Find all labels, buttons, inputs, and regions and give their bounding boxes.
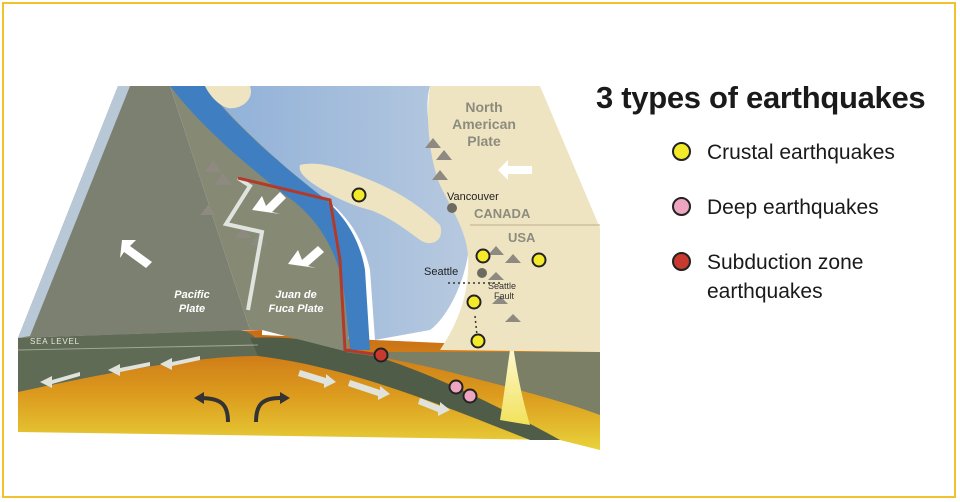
juan-de-fuca-surface <box>170 86 350 352</box>
spreading-ridge <box>222 176 265 311</box>
subduction-quake-1 <box>373 347 389 363</box>
pacific-plate-surface <box>18 86 250 338</box>
pacific-plate-label-1: Pacific <box>174 289 209 301</box>
crustal-swatch-icon <box>672 142 691 161</box>
legend-item-deep: Deep earthquakes <box>672 193 946 222</box>
earthquake-markers <box>351 187 547 404</box>
legend-label-crustal: Crustal earthquakes <box>707 141 895 164</box>
pacific-plate-label-2: Plate <box>179 303 205 315</box>
legend: 3 types of earthquakes Crustal earthquak… <box>596 80 946 332</box>
legend-label-deep: Deep earthquakes <box>707 196 879 219</box>
crustal-quake-5 <box>470 333 486 349</box>
seattle-fault-label-1: Seattle <box>488 281 516 291</box>
map-labels: North American Plate Vancouver CANADA US… <box>30 99 536 346</box>
island-north <box>205 86 251 109</box>
magma-plume <box>500 338 530 425</box>
na-plate-label-3: Plate <box>467 133 501 149</box>
continental-crust-section <box>345 352 600 415</box>
canada-label: CANADA <box>474 206 531 221</box>
mantle-flow-arrows <box>40 356 450 416</box>
seattle-label: Seattle <box>424 266 458 278</box>
usa-label: USA <box>508 230 536 245</box>
crustal-quake-1 <box>351 187 367 203</box>
juan-de-fuca-label-1: Juan de <box>275 289 317 301</box>
seattle-fault-label-2: Fault <box>494 291 515 301</box>
na-plate-label-2: American <box>452 116 516 132</box>
vancouver-label: Vancouver <box>447 191 499 203</box>
juan-de-fuca-label-2: Fuca Plate <box>268 303 323 315</box>
deep-quake-1 <box>448 379 464 395</box>
legend-item-crustal: Crustal earthquakes <box>672 138 946 167</box>
seattle-dot <box>477 268 487 278</box>
cross-section <box>18 330 600 450</box>
north-american-plate-surface <box>428 86 600 352</box>
trench-band <box>170 86 370 350</box>
sea-edge <box>18 86 130 338</box>
crustal-quake-3 <box>531 252 547 268</box>
legend-title: 3 types of earthquakes <box>596 80 926 115</box>
coastal-water <box>205 86 470 340</box>
subduction-swatch-icon <box>672 252 691 271</box>
crustal-quake-4 <box>466 294 482 310</box>
na-plate-label-1: North <box>465 99 502 115</box>
subducting-slab <box>250 337 560 440</box>
legend-label-subduction: Subduction zone earthquakes <box>707 251 864 303</box>
deep-quake-2 <box>462 388 478 404</box>
vancouver-dot <box>447 203 457 213</box>
mountains <box>200 138 521 322</box>
plate-arrows <box>120 160 532 268</box>
sea-level-label: SEA LEVEL <box>30 337 80 346</box>
subduction-fault <box>237 176 381 357</box>
vancouver-island <box>299 163 442 244</box>
convection-arrows <box>199 396 281 423</box>
deep-swatch-icon <box>672 197 691 216</box>
crustal-quake-2 <box>475 248 491 264</box>
legend-item-subduction: Subduction zone earthquakes <box>672 248 946 306</box>
